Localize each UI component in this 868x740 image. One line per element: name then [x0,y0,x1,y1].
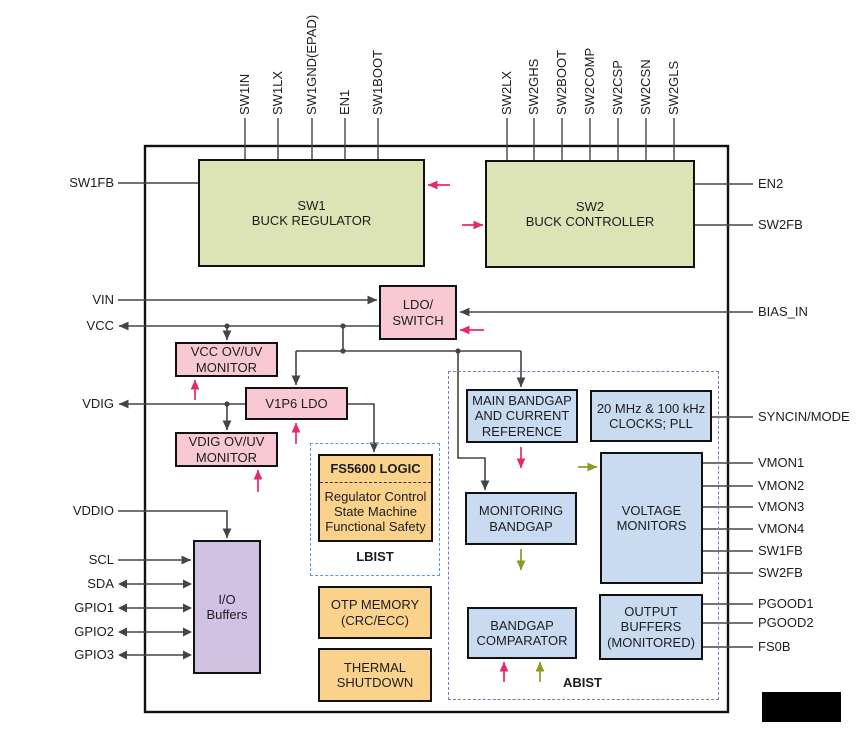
block-vcc-ovuv-monitor: VCC OV/UV MONITOR [175,342,278,377]
pin-top-sw1gnd-epad: SW1GND(EPAD) [304,14,319,115]
block-voltage-monitors: VOLTAGE MONITORS [600,452,703,584]
abist-region [448,371,719,700]
pin-top-sw2csp: SW2CSP [610,60,625,115]
pin-top-sw2gls: SW2GLS [666,60,681,115]
pin-left-gpio1: GPIO1 [74,600,114,615]
fs5600-logic-title: FS5600 LOGIC [320,456,431,483]
block-sw1-buck-regulator: SW1 BUCK REGULATOR [198,159,425,267]
redaction-box [762,692,841,722]
pin-right-vmon4: VMON4 [758,521,805,536]
pin-left-sda: SDA [87,576,114,591]
block-output-buffers: OUTPUT BUFFERS (MONITORED) [599,594,703,660]
pin-top-en1: EN1 [337,89,352,115]
block-ldo-switch: LDO/ SWITCH [379,285,457,340]
lbist-label: LBIST [356,549,394,564]
pin-top-sw2lx: SW2LX [499,70,514,115]
wire-v1p6-to-logic [348,403,379,453]
arrows-pink [190,180,526,682]
block-v1p6-ldo: V1P6 LDO [245,387,348,420]
block-main-bandgap: MAIN BANDGAP AND CURRENT REFERENCE [466,389,578,443]
pin-right-pgood2: PGOOD2 [758,615,814,630]
fs5600-logic-body: Regulator Control State Machine Function… [324,488,427,535]
block-otp-memory: OTP MEMORY (CRC/ECC) [318,586,432,639]
pin-left-sw1fb: SW1FB [69,175,114,190]
pin-right-pgood1: PGOOD1 [758,596,814,611]
junction-dots [224,323,461,407]
block-clocks-pll: 20 MHz & 100 kHz CLOCKS; PLL [590,390,712,442]
arrows-olive [516,462,598,682]
block-io-buffers: I/O Buffers [193,540,261,674]
wire-monitoring-bandgap-feed [457,351,490,491]
pin-right-en2: EN2 [758,176,784,191]
block-sw2-buck-controller: SW2 BUCK CONTROLLER [485,160,695,268]
pin-right-sw1fb: SW1FB [758,543,803,558]
pin-left-vdig: VDIG [82,396,114,411]
pin-left-vddio: VDDIO [72,503,114,518]
wires-left [118,182,526,660]
abist-label: ABIST [563,675,602,690]
pin-top-sw1lx: SW1LX [270,70,285,115]
pin-top-sw2ghs: SW2GHS [526,58,541,115]
block-fs5600-logic: FS5600 LOGIC Regulator Control State Mac… [318,454,433,542]
chip-outline [143,144,730,714]
pin-top-sw1in: SW1IN [237,73,252,115]
block-bandgap-comparator: BANDGAP COMPARATOR [467,607,577,659]
pin-left-vin: VIN [92,292,114,307]
pin-right-sw2fb: SW2FB [758,565,803,580]
pin-right-syncin-mode: SYNCIN/MODE [758,409,850,424]
wire-vddio [118,510,232,539]
pin-right-bias-in: BIAS_IN [758,304,808,319]
block-thermal-shutdown: THERMAL SHUTDOWN [318,648,432,702]
pin-top-sw2comp: SW2COMP [582,47,597,115]
pin-left-vcc: VCC [86,318,114,333]
pin-left-gpio3: GPIO3 [74,647,114,662]
pin-right-vmon1: VMON1 [758,455,805,470]
pin-top-sw1boot: SW1BOOT [370,49,385,115]
pin-right-vmon2: VMON2 [758,478,805,493]
block-monitoring-bandgap: MONITORING BANDGAP [465,492,577,545]
pin-right-sw2fb-top: SW2FB [758,217,803,232]
pin-right-fs0b: FS0B [758,639,791,654]
pin-left-scl: SCL [88,552,114,567]
block-vdig-ovuv-monitor: VDIG OV/UV MONITOR [175,432,278,467]
pin-right-vmon3: VMON3 [758,499,805,514]
wires-top-pins [244,118,675,160]
pin-left-gpio2: GPIO2 [74,624,114,639]
pin-top-sw2boot: SW2BOOT [554,49,569,115]
pin-top-sw2csn: SW2CSN [638,59,653,115]
